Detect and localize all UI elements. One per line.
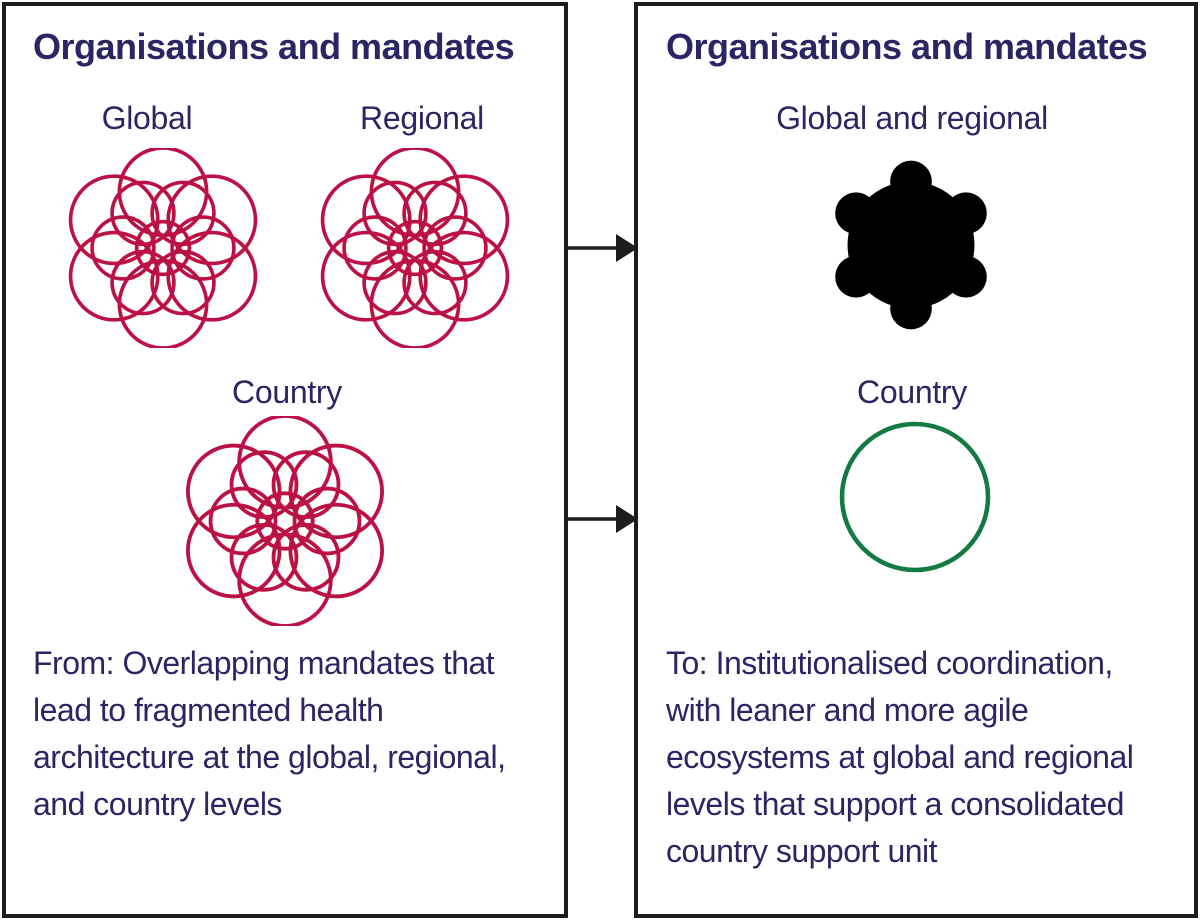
right-panel: Organisations and mandates Global and re…	[634, 2, 1198, 918]
to-description: To: Institutionalised coordination, with…	[666, 645, 1134, 869]
right-panel-title: Organisations and mandates	[666, 26, 1148, 67]
left-panel-title: Organisations and mandates	[33, 26, 515, 67]
coordinated-ring-icon	[821, 155, 1001, 335]
consolidated-country-circle-icon	[839, 421, 991, 573]
top-right-arrow-icon	[566, 234, 638, 262]
global-overlapping-cluster-icon	[63, 148, 263, 348]
regional-overlapping-cluster-icon	[315, 148, 515, 348]
regional-label: Regional	[360, 100, 484, 136]
global-label: Global	[101, 100, 193, 136]
from-description: From: Overlapping mandates that lead to …	[33, 645, 506, 822]
bottom-right-arrow-icon	[566, 505, 638, 533]
country-label-right: Country	[857, 374, 967, 410]
country-overlapping-cluster-icon	[180, 416, 390, 626]
global-and-regional-label: Global and regional	[776, 100, 1048, 136]
left-panel: Organisations and mandates Global Region…	[2, 2, 568, 918]
country-label-left: Country	[232, 374, 342, 410]
